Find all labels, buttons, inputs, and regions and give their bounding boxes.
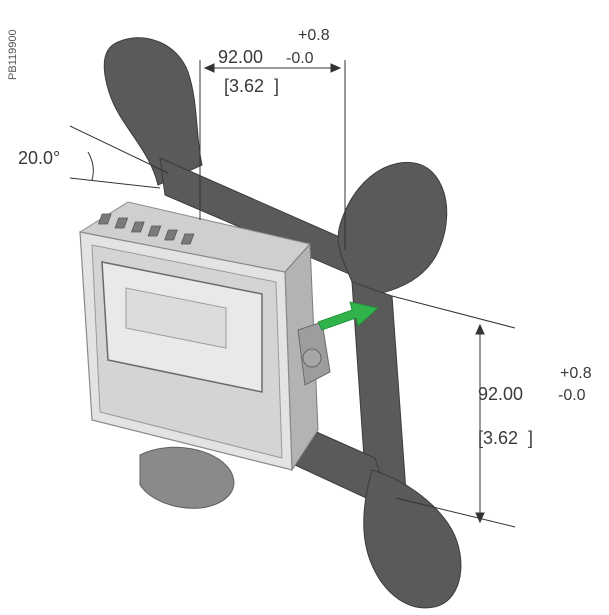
panel-lobe-top-left — [103, 37, 203, 186]
device-terminals — [97, 213, 195, 245]
meter-device — [78, 201, 331, 472]
top-dimension-imperial: [3.62 ] — [224, 76, 279, 96]
top-dimension-lines — [199, 60, 346, 250]
top-dimension-nominal: 92.00 — [218, 47, 263, 67]
mounting-panel — [103, 37, 462, 609]
reference-code: PB119900 — [7, 29, 19, 80]
angle-label: 20.0° — [18, 148, 60, 168]
device-side-screw — [302, 348, 322, 368]
top-dimension-tolerance-plus: +0.8 — [298, 27, 330, 44]
panel-lobe-right — [337, 161, 448, 295]
angle-indicator — [69, 125, 169, 189]
arrow-icon — [317, 301, 379, 331]
device-display-inner — [125, 287, 227, 349]
right-dimension-tolerance-minus: -0.0 — [558, 387, 586, 404]
right-dimension-tolerance-plus: +0.8 — [560, 365, 592, 382]
top-dimension-tolerance-minus: -0.0 — [286, 50, 314, 67]
right-dimension-nominal: 92.00 — [478, 384, 523, 404]
panel-lobe-bottom-right — [363, 469, 462, 609]
panel-lobe-bottom-left — [139, 446, 235, 509]
right-dimension-lines — [391, 295, 516, 528]
insertion-arrow — [317, 301, 379, 331]
right-dimension-imperial: [3.62 ] — [478, 428, 533, 448]
